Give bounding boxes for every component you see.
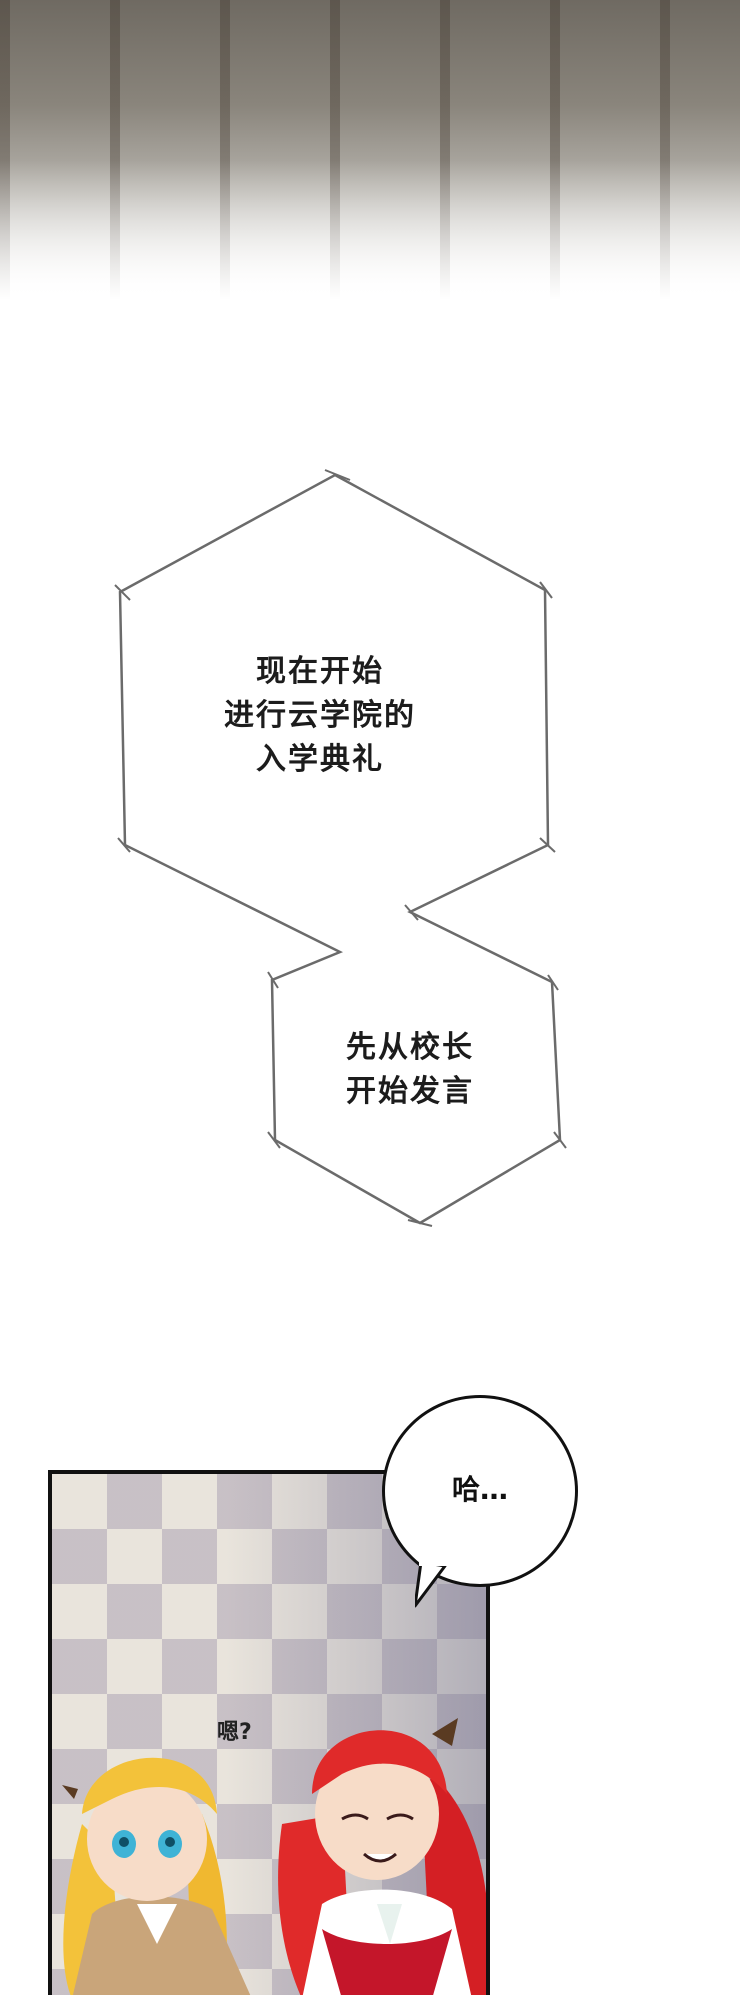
speech-bubble: 哈… xyxy=(382,1395,578,1587)
crowd-panel xyxy=(0,0,740,300)
speech-text: 哈… xyxy=(451,1473,508,1506)
panel-fade xyxy=(0,160,740,300)
sfx-text: 嗯? xyxy=(217,1720,252,1745)
narration-line: 进行云学院的 xyxy=(224,698,416,733)
narration-line: 入学典礼 xyxy=(256,742,384,777)
narration-line: 先从校长 xyxy=(346,1030,474,1065)
blonde-girl-figure xyxy=(62,1757,251,1995)
redhead-girl-figure xyxy=(278,1718,486,1995)
narration-text-1: 现在开始 进行云学院的 入学典礼 xyxy=(180,650,460,782)
narration-line: 现在开始 xyxy=(256,654,384,689)
narration-text-2: 先从校长 开始发言 xyxy=(300,1026,520,1114)
speech-bubble-tail xyxy=(415,1560,449,1608)
narration-line: 开始发言 xyxy=(346,1074,474,1109)
